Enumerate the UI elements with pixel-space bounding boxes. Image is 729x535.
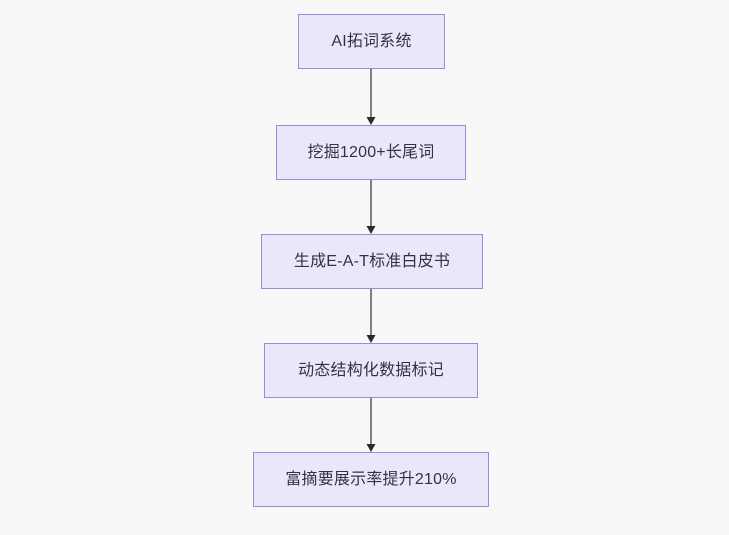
edge-n1-to-n2: [366, 69, 376, 125]
flow-node-label: 生成E-A-T标准白皮书: [293, 252, 451, 270]
edge-arrowhead-icon: [366, 444, 376, 452]
edge-arrowhead-icon: [366, 117, 376, 125]
flow-node-label: 富摘要展示率提升210%: [285, 470, 457, 488]
edge-arrowhead-icon: [366, 226, 376, 234]
edge-arrowhead-icon: [366, 335, 376, 343]
flow-node-n5[interactable]: 富摘要展示率提升210%: [253, 452, 489, 507]
flow-node-n2[interactable]: 挖掘1200+长尾词: [276, 125, 466, 180]
edge-n2-to-n3: [366, 180, 376, 234]
flow-node-n1[interactable]: AI拓词系统: [298, 14, 445, 69]
flow-node-n4[interactable]: 动态结构化数据标记: [264, 343, 478, 398]
flow-node-label: 挖掘1200+长尾词: [307, 143, 435, 161]
edge-n4-to-n5: [366, 398, 376, 452]
edge-n3-to-n4: [366, 289, 376, 343]
flow-node-label: 动态结构化数据标记: [298, 361, 444, 379]
flow-node-n3[interactable]: 生成E-A-T标准白皮书: [261, 234, 483, 289]
flow-node-label: AI拓词系统: [331, 32, 412, 50]
